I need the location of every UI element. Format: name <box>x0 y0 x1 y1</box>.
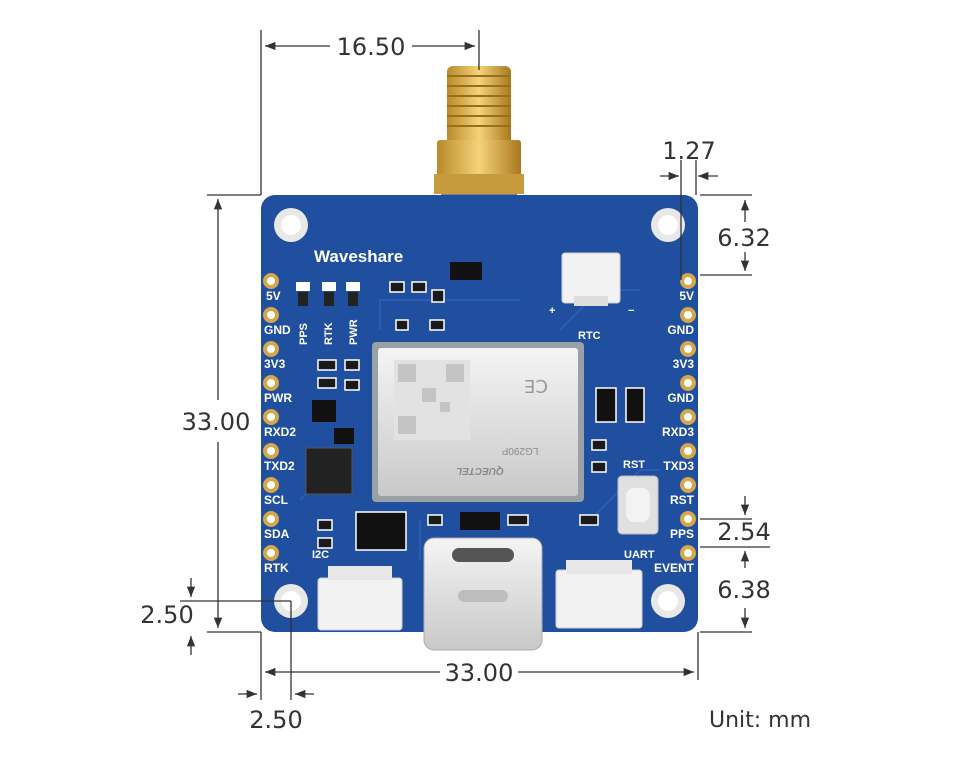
transistor <box>625 387 645 423</box>
mounting-hole <box>274 208 685 618</box>
transistor <box>595 387 617 423</box>
transistor <box>334 428 354 444</box>
left-pin-label: RTK <box>264 561 289 575</box>
dim-label-board-width: 33.00 <box>445 659 514 687</box>
led-label-rtk: RTK <box>323 322 335 345</box>
right-pin-label: GND <box>667 391 694 405</box>
dim-label-pin-pitch: 2.54 <box>717 518 770 546</box>
left-pin-label: RXD2 <box>264 425 296 439</box>
dim-label-board-height: 33.00 <box>182 408 251 436</box>
led-label-pwr: PWR <box>348 319 360 345</box>
lna-chip <box>450 262 482 280</box>
ic-chip <box>305 447 353 495</box>
right-pin-label: RXD3 <box>662 425 694 439</box>
uart-connector <box>555 560 643 629</box>
gnss-module: LG290P QUECTEL CE <box>372 342 584 502</box>
passive-components <box>317 281 607 549</box>
left-pin-label: SDA <box>264 527 290 541</box>
status-leds <box>296 282 360 306</box>
dim-label-top-width: 16.50 <box>337 33 406 61</box>
usb-c-port <box>423 537 543 651</box>
left-pin-label: 5V <box>266 289 281 303</box>
brand-label: Waveshare <box>314 247 403 266</box>
ce-mark-icon: CE <box>524 375 548 396</box>
right-pin-label: PPS <box>670 527 694 541</box>
left-pin-header <box>263 273 279 561</box>
right-pin-header <box>680 273 696 561</box>
dimension-lines <box>180 30 770 700</box>
rtc-label: RTC <box>578 330 601 342</box>
right-pin-label: GND <box>667 323 694 337</box>
i2c-label: I2C <box>312 549 329 561</box>
right-pin-label: EVENT <box>654 561 695 575</box>
left-pin-label: SCL <box>264 493 288 507</box>
left-pin-labels: 5V GND 3V3 PWR RXD2 TXD2 SCL SDA RTK <box>264 289 296 575</box>
rst-button-label: RST <box>623 459 645 471</box>
left-pin-label: PWR <box>264 391 292 405</box>
rtc-connector <box>561 252 621 306</box>
diode <box>460 512 500 530</box>
led-label-pps: PPS <box>298 323 310 345</box>
right-pin-label: RST <box>670 493 695 507</box>
unit-label: Unit: mm <box>709 708 811 733</box>
dim-label-bottom-hole-offset: 6.38 <box>717 576 770 604</box>
rtc-minus-label: − <box>628 305 634 317</box>
right-pin-labels: 5V GND 3V3 GND RXD3 TXD3 RST PPS EVENT <box>654 289 695 575</box>
right-pin-label: 3V3 <box>673 357 695 371</box>
gnss-board: 5V GND 3V3 PWR RXD2 TXD2 SCL SDA RTK 5V … <box>261 195 698 651</box>
module-model-text: LG290P <box>501 445 538 456</box>
module-brand-text: QUECTEL <box>456 465 504 476</box>
left-pin-label: 3V3 <box>264 357 286 371</box>
transistor <box>312 400 336 422</box>
left-pin-label: GND <box>264 323 291 337</box>
regulator <box>355 511 407 551</box>
rtc-plus-label: + <box>549 305 555 317</box>
i2c-connector <box>317 566 403 631</box>
dim-label-left-hole-offset: 2.50 <box>249 706 302 734</box>
dim-label-left-bottom-offset: 2.50 <box>140 601 193 629</box>
reset-button[interactable] <box>617 475 659 535</box>
right-pin-label: 5V <box>679 289 694 303</box>
dim-label-hole-to-edge: 6.32 <box>717 224 770 252</box>
left-pin-label: TXD2 <box>264 459 295 473</box>
right-pin-label: TXD3 <box>663 459 694 473</box>
dim-label-hole-pitch: 1.27 <box>662 137 715 165</box>
uart-label: UART <box>624 549 655 561</box>
